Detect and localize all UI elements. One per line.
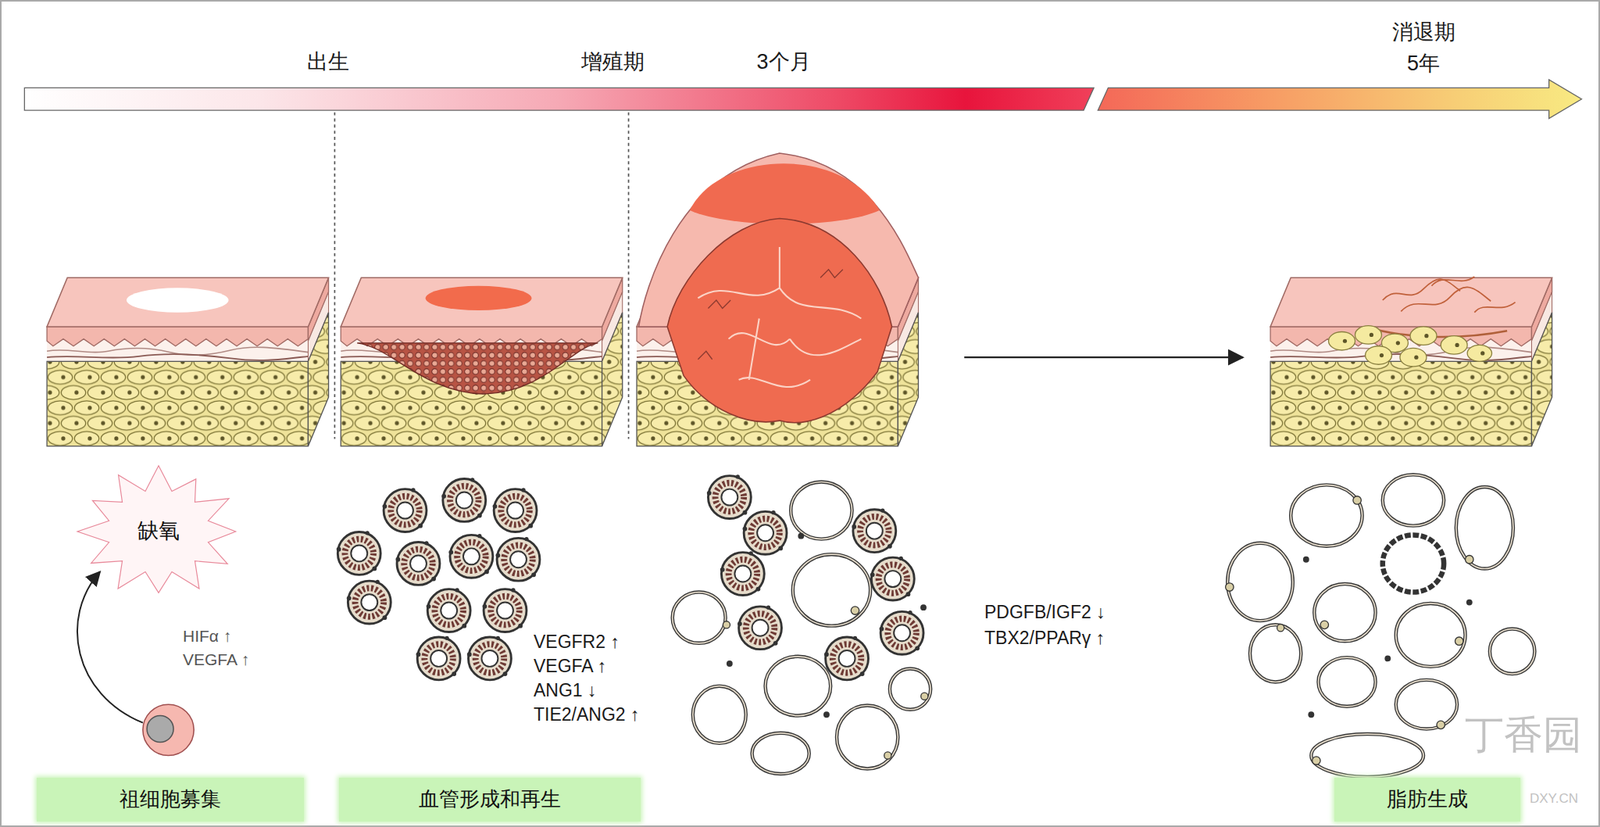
gene-label: VEGFA ↑ (533, 655, 607, 676)
node-text: 祖细胞募集 (119, 787, 222, 811)
node-text: 缺氧 (137, 518, 180, 543)
burst-shape (77, 465, 236, 593)
skin-block (46, 277, 329, 447)
gene-label: TIE2/ANG2 ↑ (533, 703, 640, 725)
timeline-label: 5年 (1407, 51, 1440, 76)
progression-arrow (964, 356, 1243, 358)
timeline-label: 3个月 (756, 50, 811, 75)
hemangioma-block (636, 153, 918, 447)
node-text: 脂肪生成 (1386, 787, 1468, 811)
gene-label: VEGFA ↑ (182, 650, 250, 669)
timeline-label: 消退期 (1392, 20, 1456, 45)
hypoxia-burst: 缺氧 (75, 464, 242, 599)
watermark: 丁香园 (1464, 712, 1583, 758)
node-text: 血管形成和再生 (418, 787, 561, 811)
timeline-label: 出生 (307, 50, 350, 75)
stage-band: 祖细胞募集 (36, 777, 304, 822)
involuted-block (1270, 276, 1552, 447)
progenitor-cell (77, 571, 194, 755)
gene-label: TBX2/PPARγ ↑ (984, 627, 1105, 648)
timeline-label: 增殖期 (581, 50, 645, 75)
watermark: DXY.CN (1529, 790, 1579, 807)
timeline-arrow (24, 79, 1582, 119)
vessel-cluster (672, 474, 931, 774)
stage-band: 脂肪生成 (1334, 777, 1521, 822)
gene-label: ANG1 ↓ (533, 679, 597, 700)
gene-label: PDGFB/IGF2 ↓ (984, 601, 1106, 622)
gene-label: VEGFR2 ↑ (533, 631, 620, 652)
vessel-cluster (336, 477, 540, 680)
skin-block (340, 277, 622, 447)
stage-band: 血管形成和再生 (339, 777, 641, 822)
gene-label: HIFα ↑ (182, 626, 232, 646)
